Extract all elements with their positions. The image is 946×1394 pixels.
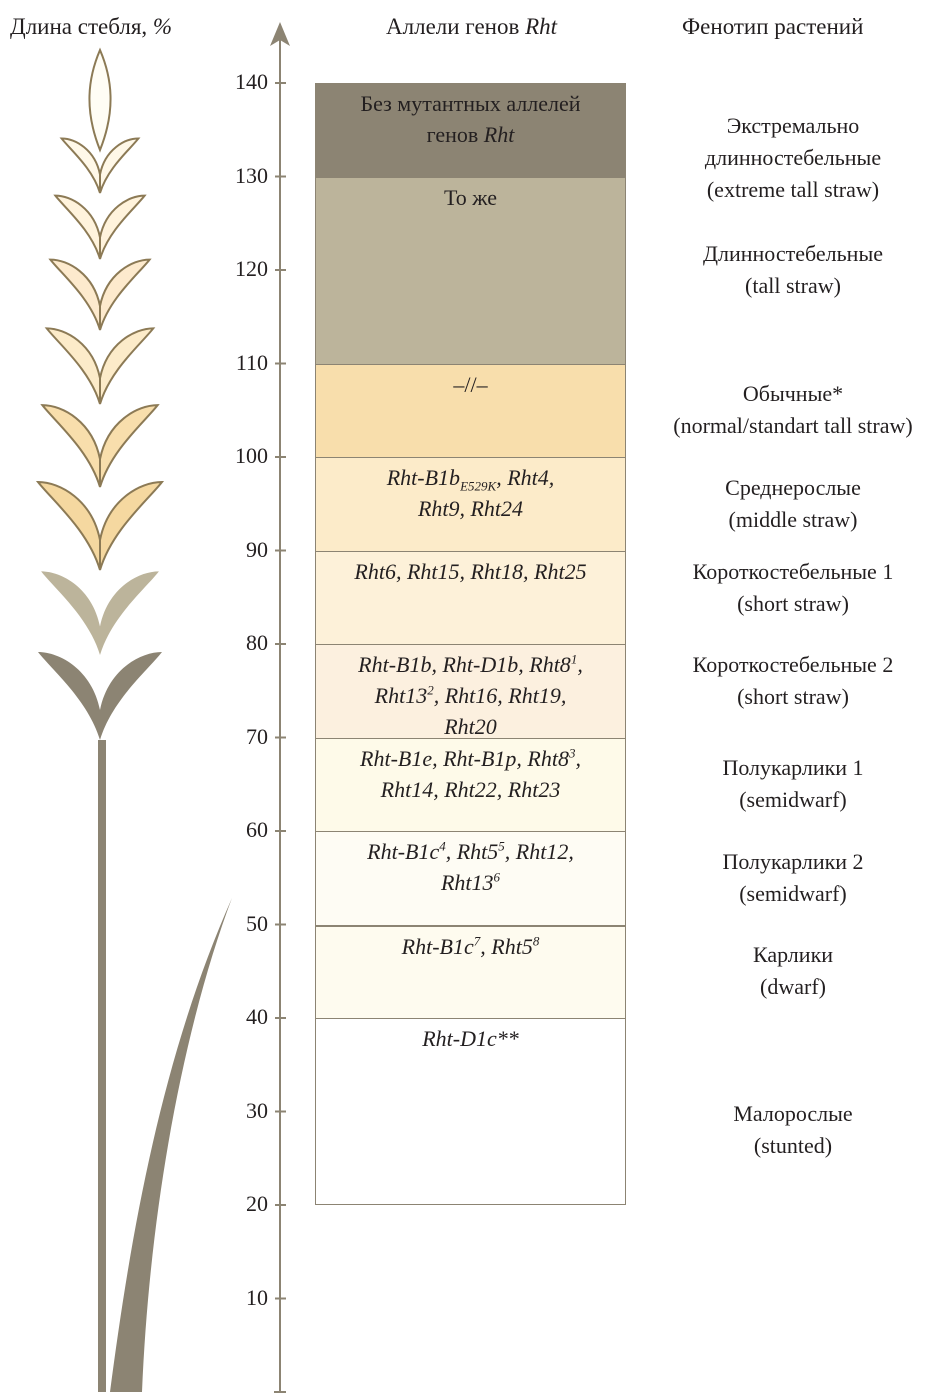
allele-text: Rht-B1bE529K, Rht4,Rht9, Rht24	[316, 462, 625, 524]
spikelet-right	[100, 571, 159, 655]
spikelet-left	[41, 571, 100, 655]
phenotype-line: Малорослые	[640, 1098, 946, 1130]
phenotype-line: (short straw)	[640, 588, 946, 620]
phenotype-line: (normal/standart tall straw)	[640, 410, 946, 442]
tick-label: 40	[208, 1004, 268, 1030]
tick-label: 30	[208, 1098, 268, 1124]
phenotype-label: Короткостебельные 2(short straw)	[640, 649, 946, 713]
allele-block: Rht-B1c7, Rht58	[315, 925, 626, 1019]
spikelet-right	[100, 138, 138, 193]
tick-label: 100	[208, 443, 268, 469]
phenotype-label: Среднерослые(middle straw)	[640, 472, 946, 536]
phenotype-line: Среднерослые	[640, 472, 946, 504]
tick-label: 130	[208, 163, 268, 189]
phenotype-line: (dwarf)	[640, 971, 946, 1003]
phenotype-label: Малорослые(stunted)	[640, 1098, 946, 1162]
phenotype-line: (tall straw)	[640, 270, 946, 302]
tick-label: 60	[208, 817, 268, 843]
allele-text: Rht-B1c7, Rht58	[316, 931, 625, 962]
spikelet-right	[100, 196, 145, 259]
tick-label: 90	[208, 537, 268, 563]
phenotype-line: (semidwarf)	[640, 878, 946, 910]
phenotype-line: Длинностебельные	[640, 238, 946, 270]
allele-text: Rht-D1c**	[316, 1023, 625, 1054]
phenotype-line: Обычные*	[640, 378, 946, 410]
allele-text: Rht6, Rht15, Rht18, Rht25	[316, 556, 625, 587]
spikelet-right	[100, 405, 158, 487]
tick-label: 50	[208, 911, 268, 937]
phenotype-line: Полукарлики 1	[640, 752, 946, 784]
leaf-blade	[110, 898, 232, 1392]
spikelet-left	[62, 138, 100, 193]
phenotype-label: Короткостебельные 1(short straw)	[640, 556, 946, 620]
phenotype-line: (short straw)	[640, 681, 946, 713]
allele-block: –//–	[315, 364, 626, 458]
spikelet-left	[50, 260, 100, 330]
phenotype-label: Длинностебельные(tall straw)	[640, 238, 946, 302]
length-axis	[270, 22, 290, 1392]
tick-label: 110	[208, 350, 268, 376]
spikelet-right	[100, 482, 162, 570]
allele-block: То же	[315, 177, 626, 364]
spike-tip	[89, 50, 110, 150]
phenotype-label: Полукарлики 2(semidwarf)	[640, 846, 946, 910]
phenotype-line: (stunted)	[640, 1130, 946, 1162]
tick-label: 20	[208, 1191, 268, 1217]
phenotype-line: Карлики	[640, 939, 946, 971]
allele-block: Rht-D1c**	[315, 1018, 626, 1205]
phenotype-line: (extreme tall straw)	[640, 174, 946, 206]
allele-text: То же	[316, 182, 625, 213]
allele-text: Rht-B1c4, Rht55, Rht12,Rht136	[316, 836, 625, 898]
allele-block: Rht-B1b, Rht-D1b, Rht81,Rht132, Rht16, R…	[315, 644, 626, 738]
tick-label: 140	[208, 69, 268, 95]
stem	[98, 740, 106, 1392]
tick-label: 10	[208, 1285, 268, 1311]
phenotype-line: (semidwarf)	[640, 784, 946, 816]
allele-block: Rht-B1e, Rht-B1p, Rht83,Rht14, Rht22, Rh…	[315, 738, 626, 832]
tick-label: 80	[208, 630, 268, 656]
tick-label: 70	[208, 724, 268, 750]
allele-block: Rht-B1bE529K, Rht4,Rht9, Rht24	[315, 457, 626, 551]
spikelet-left	[38, 482, 100, 570]
wheat-illustration	[38, 50, 232, 1392]
spikelet-right	[100, 260, 150, 330]
phenotype-label: Карлики(dwarf)	[640, 939, 946, 1003]
allele-text: Rht-B1b, Rht-D1b, Rht81,Rht132, Rht16, R…	[316, 649, 625, 742]
spikelet-left	[38, 652, 100, 740]
spikelet-left	[42, 405, 100, 487]
phenotype-line: Полукарлики 2	[640, 846, 946, 878]
allele-block: Rht-B1c4, Rht55, Rht12,Rht136	[315, 831, 626, 925]
allele-text: Rht-B1e, Rht-B1p, Rht83,Rht14, Rht22, Rh…	[316, 743, 625, 805]
spikelet-right	[100, 652, 162, 740]
spikelet-left	[55, 196, 100, 259]
tick-label: 120	[208, 256, 268, 282]
allele-block: Rht6, Rht15, Rht18, Rht25	[315, 551, 626, 645]
spikelet-right	[100, 328, 153, 404]
phenotype-line: длинностебельные	[640, 142, 946, 174]
spikelet-left	[47, 328, 100, 404]
allele-text: –//–	[316, 369, 625, 400]
phenotype-label: Обычные*(normal/standart tall straw)	[640, 378, 946, 442]
phenotype-label: Полукарлики 1(semidwarf)	[640, 752, 946, 816]
phenotype-line: Короткостебельные 1	[640, 556, 946, 588]
phenotype-line: (middle straw)	[640, 504, 946, 536]
phenotype-line: Короткостебельные 2	[640, 649, 946, 681]
phenotype-line: Экстремально	[640, 110, 946, 142]
